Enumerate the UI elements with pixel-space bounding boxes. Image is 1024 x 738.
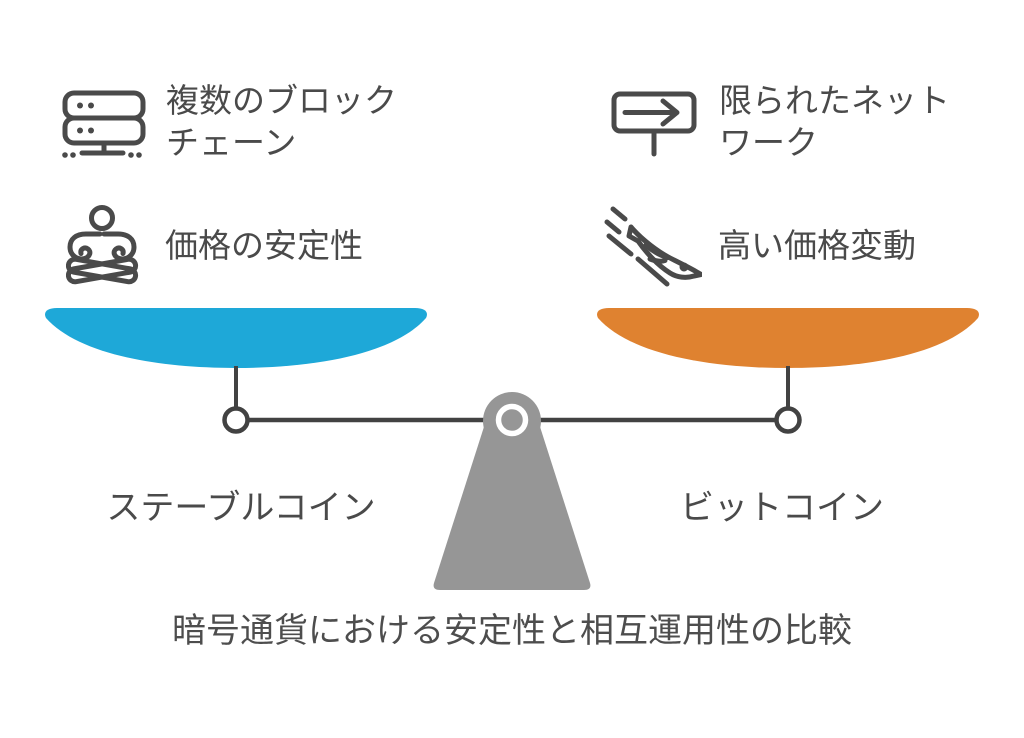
left-label-stablecoin: ステーブルコイン [106,489,376,527]
right-pan [597,308,979,368]
fulcrum [433,392,591,590]
feature-line: 限られたネット [719,82,950,119]
signpost-arrow-icon [611,91,697,157]
right-label-bitcoin: ビットコイン [680,489,884,527]
feature-text-limited-network: 限られたネット ワーク [719,80,950,164]
diving-bird-icon [604,206,702,287]
pivot-ring [495,403,529,437]
feature-text-multiple-blockchains: 複数のブロック チェーン [166,80,397,164]
feature-text-price-stability: 価格の安定性 [165,225,363,267]
left-pan [45,308,427,368]
feature-line: チェーン [166,124,297,161]
left-hanger-ring [222,406,250,434]
fulcrum-body [433,408,591,590]
feature-line: 価格の安定性 [165,227,363,264]
diagram-title: 暗号通貨における安定性と相互運用性の比較 [172,612,852,650]
server-stack-icon [62,90,146,158]
feature-line: 複数のブロック [166,82,397,119]
feature-line: 高い価格変動 [718,227,916,264]
meditating-person-icon [66,205,139,285]
feature-text-high-volatility: 高い価格変動 [718,225,916,267]
feature-line: ワーク [719,124,818,161]
right-hanger-ring [774,406,802,434]
